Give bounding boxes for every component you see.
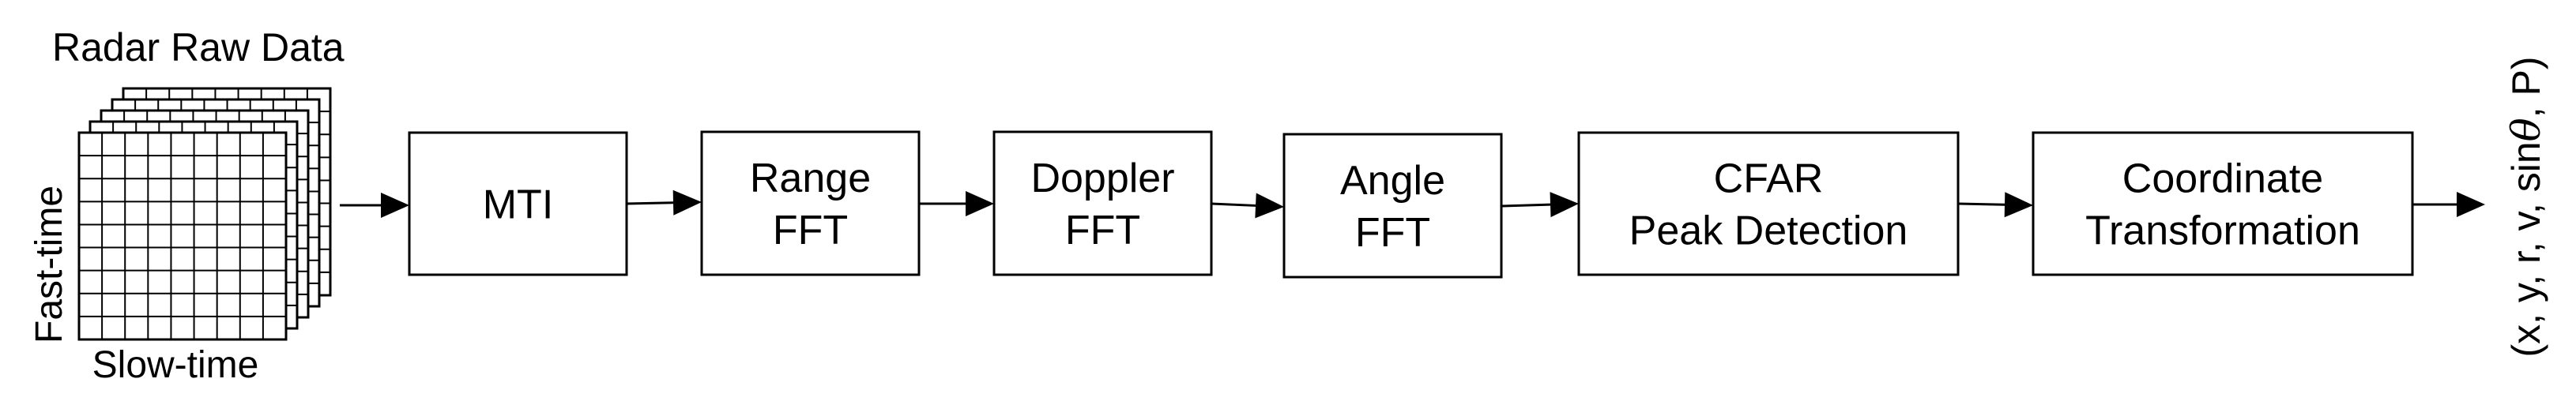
- output-tuple: (x, y, r, v, sinθ, P): [2503, 56, 2549, 357]
- flow-arrow: [1211, 193, 1284, 219]
- block-mti-box: [408, 131, 628, 276]
- block-doppler-fft-label: FFT: [1065, 208, 1140, 253]
- flow-arrow: [919, 191, 994, 216]
- data-grid-stack: [77, 87, 332, 341]
- block-cfar-peak-detection-box: [1577, 131, 1960, 276]
- block-range-fft-box: [700, 130, 921, 276]
- block-cfar-peak-detection-label: Peak Detection: [1629, 208, 1908, 254]
- block-angle-fft-label: FFT: [1355, 210, 1430, 256]
- flow-arrow: [340, 193, 409, 218]
- slow-time-label: Slow-time: [92, 344, 259, 386]
- input-title: Radar Raw Data: [52, 25, 345, 69]
- fast-time-label: Fast-time: [28, 186, 70, 343]
- output-suffix: , P): [2504, 56, 2548, 118]
- output-prefix: (x, y, r, v, sin: [2504, 141, 2548, 357]
- flow-arrow: [1957, 192, 2033, 218]
- block-range-fft-label: FFT: [773, 208, 848, 253]
- radar-data-cube: Radar Raw Data Fast-time Slow-time: [28, 25, 345, 386]
- block-coordinate-transformation-label: Coordinate: [2122, 156, 2323, 202]
- block-range-fft-label: Range: [750, 156, 871, 201]
- block-cfar-peak-detection: CFAR Peak Detection: [1577, 131, 1960, 276]
- block-cfar-peak-detection-label: CFAR: [1714, 156, 1824, 202]
- block-angle-fft-box: [1282, 133, 1503, 279]
- data-grid-layer: [77, 131, 288, 341]
- block-doppler-fft-box: [992, 130, 1213, 276]
- flow-arrow: [626, 189, 702, 216]
- block-angle-fft-label: Angle: [1340, 158, 1445, 204]
- flow-arrow: [1501, 192, 1579, 218]
- block-mti: MTI: [408, 131, 628, 276]
- output-theta: θ: [2503, 118, 2549, 141]
- block-mti-label: MTI: [483, 182, 554, 228]
- flow-arrows: [340, 189, 2485, 219]
- flow-arrow: [2412, 192, 2485, 217]
- block-coordinate-transformation-label: Transformation: [2085, 208, 2360, 254]
- block-doppler-fft-label: Doppler: [1030, 156, 1174, 201]
